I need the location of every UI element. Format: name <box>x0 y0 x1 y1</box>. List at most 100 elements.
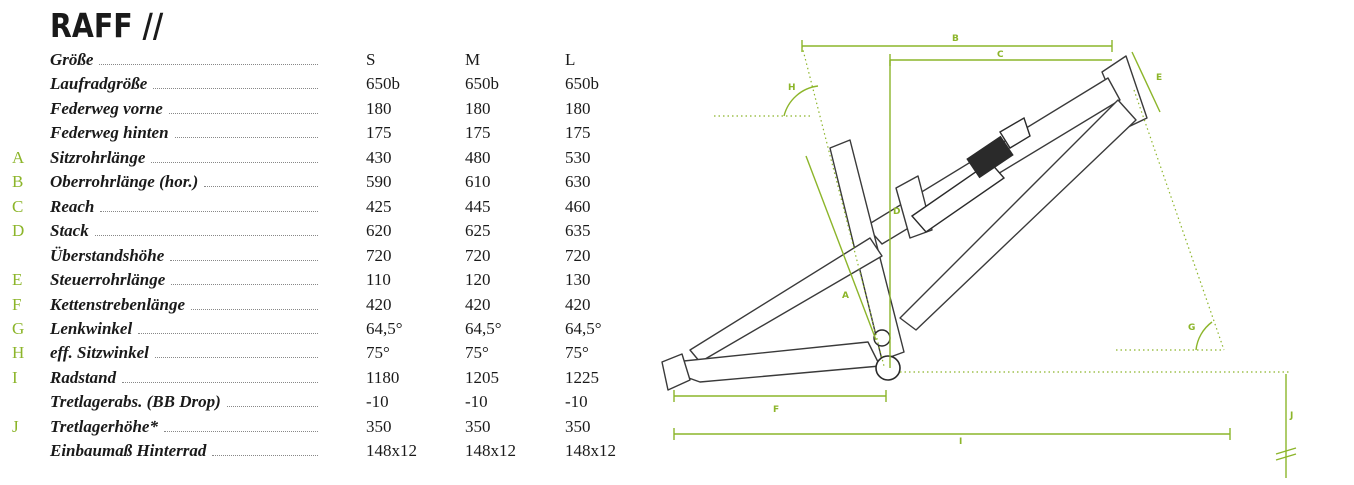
value-m: 420 <box>465 294 491 314</box>
row-letter: D <box>12 221 25 241</box>
dot-leader <box>138 332 318 334</box>
dot-leader <box>164 430 318 432</box>
dot-leader <box>151 161 318 163</box>
dot-leader <box>227 406 318 408</box>
dot-leader <box>155 357 318 359</box>
row-label: Stack <box>50 221 89 241</box>
value-l: 720 <box>565 245 591 265</box>
dot-leader <box>171 284 318 286</box>
value-s: 720 <box>366 245 392 265</box>
value-l: 75° <box>565 343 589 363</box>
value-s: 110 <box>366 270 391 290</box>
label-a: A <box>842 291 849 301</box>
value-s: 650b <box>366 74 400 94</box>
row-label: Sitzrohrlänge <box>50 147 146 167</box>
label-b: B <box>952 34 959 44</box>
value-m: 720 <box>465 245 491 265</box>
model-title: RAFF // <box>50 6 164 45</box>
value-m: 650b <box>465 74 499 94</box>
row-letter: B <box>12 172 24 192</box>
label-j: J <box>1289 411 1293 421</box>
down-tube <box>899 99 1137 331</box>
label-f: F <box>773 405 779 415</box>
value-m: 350 <box>465 416 491 436</box>
value-l: 530 <box>565 147 591 167</box>
value-m: 175 <box>465 123 491 143</box>
value-l: 1225 <box>565 367 599 387</box>
label-g: G <box>1188 323 1195 333</box>
dot-leader <box>169 112 318 114</box>
geometry-row: E Steuerrohrlänge 110 120 130 <box>0 270 640 295</box>
label-i: I <box>959 437 962 447</box>
size-l: L <box>565 50 576 69</box>
value-m: 445 <box>465 196 491 216</box>
value-m: 1205 <box>465 367 499 387</box>
row-letter: E <box>12 270 23 290</box>
value-l: 630 <box>565 172 591 192</box>
value-m: 610 <box>465 172 491 192</box>
geometry-row: Tretlagerabs. (BB Drop)-10-10-10 <box>0 392 640 417</box>
row-letter: A <box>12 147 25 167</box>
value-l: 130 <box>565 270 591 290</box>
value-l: -10 <box>565 392 588 412</box>
dot-leader <box>99 64 318 65</box>
value-s: 180 <box>366 98 392 118</box>
dot-leader <box>175 137 318 139</box>
row-label: Lenkwinkel <box>50 318 133 338</box>
label-c: C <box>997 50 1004 60</box>
size-m: M <box>465 50 481 69</box>
dot-leader <box>191 308 318 310</box>
value-s: 75° <box>366 343 390 363</box>
value-l: 180 <box>565 98 591 118</box>
row-label: Federweg vorne <box>50 98 163 118</box>
dot-leader <box>153 88 318 90</box>
row-letter: H <box>12 343 25 363</box>
dot-leader <box>204 186 318 188</box>
row-label: Steuerrohrlänge <box>50 270 166 290</box>
value-s: 64,5° <box>366 318 403 338</box>
value-l: 350 <box>565 416 591 436</box>
frame-geometry-diagram: B C E H D A G F I J <box>661 34 1297 478</box>
row-label: Einbaumaß Hinterrad <box>50 441 207 461</box>
value-l: 64,5° <box>565 318 602 338</box>
value-s: 175 <box>366 123 392 143</box>
rear-dropout <box>661 353 691 391</box>
header-label: Größe <box>50 50 94 69</box>
value-m: -10 <box>465 392 488 412</box>
dot-leader <box>122 381 318 383</box>
value-l: 420 <box>565 294 591 314</box>
dot-leader <box>95 235 318 237</box>
dim-a-line <box>805 155 877 341</box>
value-l: 460 <box>565 196 591 216</box>
value-m: 148x12 <box>465 441 516 461</box>
value-m: 64,5° <box>465 318 502 338</box>
row-label: Tretlagerhöhe* <box>50 416 158 436</box>
rear-shock <box>910 116 1031 233</box>
diagram-letter-labels: B C E H D A G F I J <box>773 34 1293 447</box>
value-s: 148x12 <box>366 441 417 461</box>
label-e: E <box>1156 73 1162 83</box>
size-s: S <box>366 50 376 69</box>
value-s: 1180 <box>366 367 400 387</box>
row-label: Tretlagerabs. (BB Drop) <box>50 392 221 412</box>
value-m: 120 <box>465 270 491 290</box>
label-d: D <box>893 207 900 217</box>
row-label: Radstand <box>50 367 117 387</box>
row-letter: C <box>12 196 24 216</box>
row-letter: F <box>12 294 22 314</box>
dot-leader <box>212 455 318 457</box>
value-s: 425 <box>366 196 392 216</box>
value-l: 175 <box>565 123 591 143</box>
row-label: Kettenstrebenlänge <box>50 294 186 314</box>
